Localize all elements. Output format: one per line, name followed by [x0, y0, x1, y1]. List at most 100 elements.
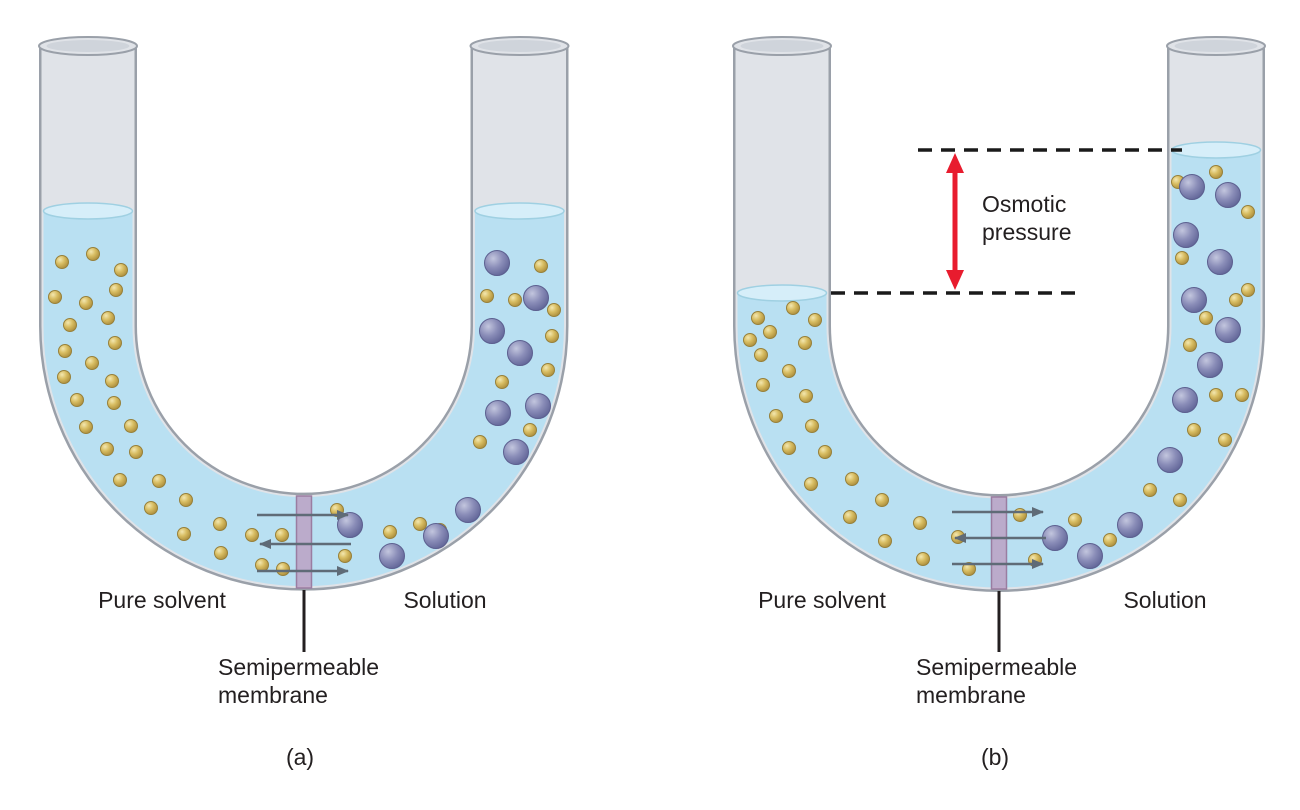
solvent-particle: [338, 549, 352, 563]
solvent-particle: [1103, 533, 1117, 547]
solvent-particle: [108, 336, 122, 350]
solvent-particle: [754, 348, 768, 362]
solvent-particle: [756, 378, 770, 392]
semipermeable-membrane: [295, 495, 313, 589]
solvent-particle: [383, 525, 397, 539]
solvent-particle: [913, 516, 927, 530]
solution-label: Solution: [403, 587, 486, 613]
solvent-particle: [545, 329, 559, 343]
solute-particle: [525, 393, 551, 419]
solute-particle: [1117, 512, 1143, 538]
membrane-label-line2: membrane: [218, 682, 328, 708]
solvent-particle: [878, 534, 892, 548]
semipermeable-membrane: [990, 496, 1008, 590]
solvent-particle: [275, 528, 289, 542]
solvent-particle: [124, 419, 138, 433]
solvent-particle: [808, 313, 822, 327]
solvent-particle: [100, 442, 114, 456]
solvent-particle: [86, 247, 100, 261]
solute-particle: [485, 400, 511, 426]
solute-particle: [507, 340, 533, 366]
solvent-particle: [1068, 513, 1082, 527]
pure-solvent-label: Pure solvent: [98, 587, 226, 613]
pressure-arrowhead-up: [946, 153, 964, 173]
osmotic-pressure-label-line1: Osmotic: [982, 191, 1066, 217]
solvent-particle: [962, 562, 976, 576]
solvent-particle: [179, 493, 193, 507]
solvent-particle: [1209, 165, 1223, 179]
solvent-particle: [843, 510, 857, 524]
solvent-particle: [743, 333, 757, 347]
osmotic-pressure-arrow-icon: [946, 153, 964, 290]
solvent-particle: [255, 558, 269, 572]
solute-particle: [1215, 317, 1241, 343]
solvent-particle: [113, 473, 127, 487]
solvent-particle: [508, 293, 522, 307]
membrane-flow-arrows: [952, 507, 1046, 569]
solvent-particle: [114, 263, 128, 277]
solvent-particle: [101, 311, 115, 325]
solute-particle: [1207, 249, 1233, 275]
solvent-particle: [213, 517, 227, 531]
solute-particle: [1181, 287, 1207, 313]
membrane-label-line1: Semipermeable: [916, 654, 1077, 680]
solvent-particle: [534, 259, 548, 273]
solvent-particle: [55, 255, 69, 269]
solvent-particle: [799, 389, 813, 403]
solvent-particle: [751, 311, 765, 325]
solvent-particle: [480, 289, 494, 303]
solvent-particle: [763, 325, 777, 339]
solute-particle: [379, 543, 405, 569]
solvent-particle: [1229, 293, 1243, 307]
solvent-particle: [916, 552, 930, 566]
solvent-particle: [85, 356, 99, 370]
solvent-particle: [1209, 388, 1223, 402]
solvent-particle: [495, 375, 509, 389]
caption-b: (b): [981, 744, 1009, 770]
solvent-particle: [1241, 205, 1255, 219]
solvent-particle: [1218, 433, 1232, 447]
solvent-particle: [1175, 251, 1189, 265]
solvent-particle: [107, 396, 121, 410]
solvent-particles-left: [48, 247, 290, 576]
solvent-particle: [1199, 311, 1213, 325]
caption-a: (a): [286, 744, 314, 770]
solvent-particle: [245, 528, 259, 542]
solute-particle: [1042, 525, 1068, 551]
solute-particle: [1157, 447, 1183, 473]
solution-surface: [1170, 141, 1262, 159]
solvent-particle: [177, 527, 191, 541]
solvent-particle: [798, 336, 812, 350]
solvent-particle: [786, 301, 800, 315]
solvent-particle: [769, 409, 783, 423]
solvent-particle: [782, 364, 796, 378]
solute-particle: [503, 439, 529, 465]
diagram-a: Pure solvent Solution Semipermeable memb…: [38, 36, 570, 770]
solute-particle: [1172, 387, 1198, 413]
solute-particles: [337, 250, 551, 569]
solvent-particle: [63, 318, 77, 332]
solvent-particle: [875, 493, 889, 507]
solvent-particle: [109, 283, 123, 297]
solvent-particle: [1183, 338, 1197, 352]
solvent-particle: [79, 296, 93, 310]
solution-label: Solution: [1123, 587, 1206, 613]
solvent-particle: [782, 441, 796, 455]
solute-particle: [423, 523, 449, 549]
membrane-label-line1: Semipermeable: [218, 654, 379, 680]
solvent-particle: [818, 445, 832, 459]
solute-particle: [523, 285, 549, 311]
solvent-particle: [79, 420, 93, 434]
tube-opening-right: [1174, 40, 1258, 52]
diagram-b: Osmotic pressure Pure solvent Solution S…: [732, 36, 1266, 770]
osmotic-pressure-label-line2: pressure: [982, 219, 1071, 245]
solute-particles: [1042, 174, 1241, 569]
solute-particle: [455, 497, 481, 523]
solvent-particle: [473, 435, 487, 449]
solute-particle: [1077, 543, 1103, 569]
solvent-particle: [547, 303, 561, 317]
diagram-b-panel: Osmotic pressure Pure solvent Solution S…: [650, 0, 1300, 805]
solute-particle: [1197, 352, 1223, 378]
solvent-particle: [105, 374, 119, 388]
solvent-surface: [42, 202, 134, 220]
